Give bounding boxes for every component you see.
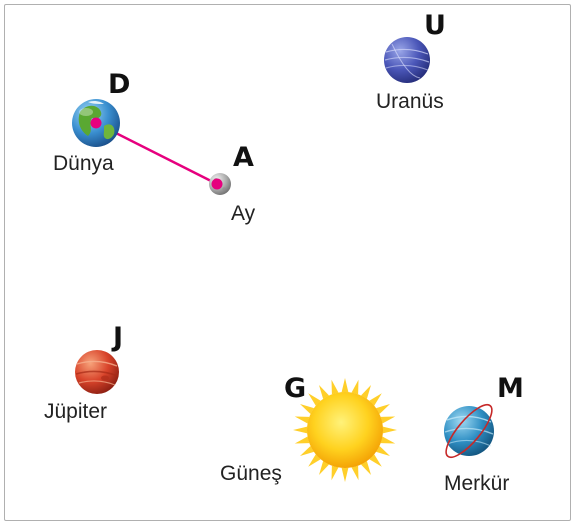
sun-ray bbox=[376, 404, 390, 414]
sun-ray bbox=[293, 426, 308, 434]
planet-name-uranus: Uranüs bbox=[376, 90, 444, 113]
planet-letter-g: G bbox=[284, 373, 306, 404]
mercury-icon bbox=[444, 403, 494, 459]
diagram-frame bbox=[4, 4, 571, 521]
sun-ray bbox=[319, 461, 329, 475]
sun-ray bbox=[380, 436, 396, 444]
planet-name-merkur: Merkür bbox=[444, 472, 509, 495]
sun-ray bbox=[308, 454, 321, 467]
planet-letter-a: A bbox=[233, 142, 254, 173]
sun-icon bbox=[293, 378, 397, 482]
sun-ray bbox=[361, 385, 371, 399]
planet-name-dunya: Dünya bbox=[53, 152, 114, 175]
sun-ray bbox=[380, 416, 396, 424]
sun-ray bbox=[308, 393, 321, 406]
uranus-icon bbox=[384, 37, 430, 83]
sun-ray bbox=[341, 378, 349, 393]
planet-letter-d: D bbox=[108, 69, 130, 100]
sun-ray bbox=[376, 446, 390, 456]
connector-endpoint-d bbox=[90, 117, 102, 129]
sun-ray bbox=[319, 385, 329, 399]
planet-letter-j: J bbox=[111, 322, 123, 353]
sun-ray bbox=[300, 404, 314, 414]
sun-ray bbox=[382, 426, 397, 434]
sun-ray bbox=[331, 379, 339, 395]
planet-letter-u: U bbox=[424, 10, 446, 41]
sun-ray bbox=[351, 465, 359, 481]
planet-letter-m: M bbox=[497, 373, 524, 404]
sun-ray bbox=[331, 465, 339, 481]
planet-name-gunes: Güneş bbox=[220, 462, 282, 485]
sun-ray bbox=[341, 467, 349, 482]
sun-ray bbox=[300, 446, 314, 456]
jupiter-icon bbox=[75, 350, 119, 394]
sun-ray bbox=[294, 416, 310, 424]
sun-ray bbox=[369, 454, 382, 467]
sun-ray bbox=[351, 379, 359, 395]
connector-endpoint-a bbox=[211, 178, 223, 190]
sun-ray bbox=[361, 461, 371, 475]
planet-name-jupiter: Jüpiter bbox=[44, 400, 107, 423]
sun-ray bbox=[294, 436, 310, 444]
sun-ray bbox=[369, 393, 382, 406]
planet-name-ay: Ay bbox=[231, 202, 256, 225]
